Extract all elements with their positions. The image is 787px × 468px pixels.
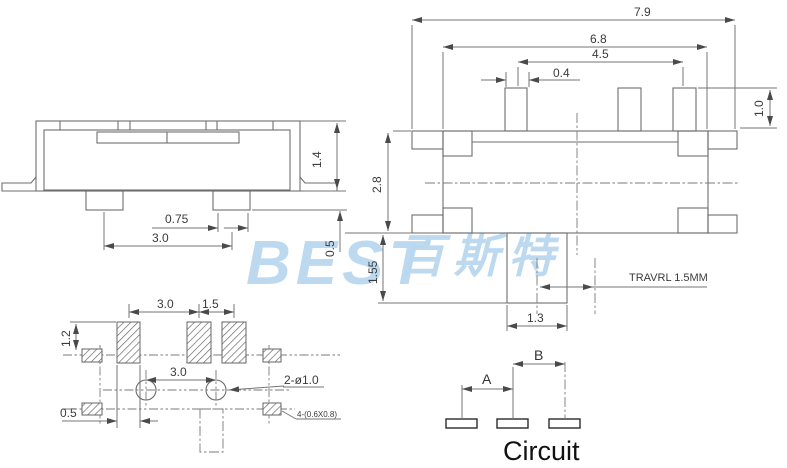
- circuit-pad: [496, 418, 529, 429]
- dim-top-knob: 1.3: [527, 311, 544, 325]
- smd-pad: [116, 321, 141, 364]
- footprint-dimensions: 3.0 1.5 1.2 3.0 2-ø1.0 0.5 4-(0.6X0.8): [59, 297, 341, 424]
- dim-top-depth: 2.8: [370, 176, 384, 193]
- top-view-outline: [411, 87, 740, 314]
- corner-pad: [262, 402, 282, 416]
- smd-pad: [221, 321, 247, 364]
- top-view-dimensions: 7.9 6.8 4.5 0.4 1.0 2.8: [345, 5, 777, 331]
- watermark: BEST 百斯特: [246, 229, 563, 298]
- dim-side-leg-pitch: 3.0: [152, 231, 169, 245]
- dim-top-overall: 7.9: [634, 5, 651, 19]
- dim-fp-edge: 0.5: [60, 406, 77, 420]
- dim-fp-pad-height: 1.2: [59, 330, 73, 347]
- circuit-pad: [548, 418, 581, 429]
- top-view: 7.9 6.8 4.5 0.4 1.0 2.8: [345, 5, 777, 331]
- smd-pad: [186, 321, 212, 364]
- dim-circuit-b: B: [534, 347, 543, 363]
- dim-top-stem: 1.55: [366, 260, 380, 284]
- dim-top-pin-height: 1.0: [752, 100, 766, 117]
- dim-fp-hole-pitch: 3.0: [170, 365, 187, 379]
- terminal-leg: [212, 190, 251, 211]
- dim-top-body: 6.8: [590, 32, 607, 46]
- dim-fp-pad-pitch: 1.5: [202, 297, 219, 311]
- dim-circuit-a: A: [482, 371, 492, 387]
- travel-note: TRAVRL 1.5MM: [629, 272, 708, 284]
- circuit-pad: [445, 418, 478, 429]
- dim-side-standoff: 0.5: [323, 240, 337, 257]
- knob-outline-dashed: [199, 408, 224, 453]
- corner-pad: [262, 348, 282, 363]
- dim-side-height: 1.4: [310, 151, 324, 168]
- side-view-outline: [1, 120, 338, 211]
- corner-pad: [81, 348, 103, 363]
- solder-pin: [504, 87, 528, 132]
- watermark-latin: BEST: [246, 229, 431, 298]
- footprint-view: 3.0 1.5 1.2 3.0 2-ø1.0 0.5 4-(0.6X0.8): [59, 297, 342, 453]
- dim-fp-pad-span: 3.0: [157, 297, 174, 311]
- dim-top-pin-width: 0.4: [553, 66, 570, 80]
- corner-pad: [81, 402, 103, 416]
- switch-body: [442, 130, 709, 234]
- solder-pin: [617, 87, 642, 132]
- actuator-plate: [96, 131, 240, 144]
- circuit-title: Circuit: [503, 436, 580, 466]
- holes-label: 2-ø1.0: [284, 373, 319, 387]
- solder-pin: [672, 87, 697, 132]
- watermark-cjk: 百斯特: [398, 230, 563, 282]
- slots-label: 4-(0.6X0.8): [297, 410, 337, 419]
- side-view-dimensions: 1.4 0.5 0.75 3.0: [103, 120, 347, 257]
- dim-top-pin-span: 4.5: [592, 47, 609, 61]
- side-view: 1.4 0.5 0.75 3.0: [1, 120, 347, 257]
- terminal-leg: [85, 190, 124, 211]
- circuit-diagram: A B Circuit: [445, 347, 581, 466]
- dim-side-leg-width: 0.75: [165, 212, 189, 226]
